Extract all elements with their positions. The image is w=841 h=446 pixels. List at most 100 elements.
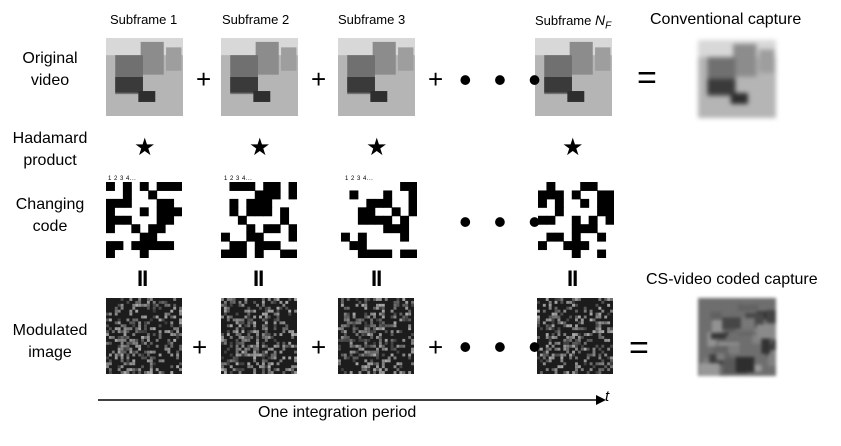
modulated-pixel xyxy=(601,362,605,366)
modulated-pixel xyxy=(176,356,180,360)
modulated-pixel xyxy=(267,368,271,372)
code-cell xyxy=(106,207,115,217)
modulated-pixel xyxy=(238,341,242,345)
header-subframe-nf-prefix: Subframe xyxy=(535,13,595,28)
modulated-pixel xyxy=(123,347,127,351)
modulated-pixel xyxy=(144,336,147,339)
code-cell xyxy=(237,182,247,191)
code-cell xyxy=(374,215,384,225)
modulated-pixel xyxy=(146,303,150,307)
code-cell xyxy=(156,207,166,217)
modulated-pixel xyxy=(381,306,385,310)
modulated-pixel xyxy=(595,321,599,325)
modulated-pixel xyxy=(241,344,245,348)
modulated-pixel xyxy=(607,338,611,342)
code-cell xyxy=(554,207,564,217)
hadamard-star-icon: ★ xyxy=(562,134,584,161)
code-cell xyxy=(173,207,182,217)
modulated-pixel xyxy=(376,306,379,310)
code-cell xyxy=(114,198,124,208)
original-frame-1 xyxy=(106,38,183,116)
modulated-pixel xyxy=(129,312,133,316)
modulated-pixel xyxy=(114,356,118,360)
modulated-pixel xyxy=(126,368,130,372)
modulated-pixel xyxy=(572,333,575,336)
modulated-pixel xyxy=(235,338,239,342)
modulated-pixel xyxy=(566,336,570,339)
modulated-pixel xyxy=(261,344,265,348)
coded-blob xyxy=(707,332,717,347)
modulated-pixel xyxy=(149,318,153,322)
modulated-pixel xyxy=(276,309,280,313)
modulated-pixel xyxy=(340,327,344,331)
modulated-pixel xyxy=(595,327,599,331)
modulated-pixel xyxy=(126,336,130,339)
modulated-pixel xyxy=(545,359,549,363)
modulated-pixel xyxy=(376,353,379,357)
ellipsis-dots: • • • xyxy=(459,201,547,242)
modulated-pixel xyxy=(253,371,257,374)
modulated-pixel xyxy=(247,336,251,339)
modulated-pixel xyxy=(364,333,368,336)
modulated-pixel xyxy=(126,359,130,363)
modulated-pixel xyxy=(158,324,162,328)
modulated-pixel xyxy=(367,315,371,319)
modulated-pixel xyxy=(373,344,376,348)
modulated-pixel xyxy=(390,344,394,348)
modulated-pixel xyxy=(235,341,239,345)
row-label-original-line2: video xyxy=(30,72,70,89)
modulated-pixel xyxy=(256,347,259,351)
modulated-pixel xyxy=(373,341,376,345)
row-label-original-line1: Original xyxy=(22,50,78,67)
modulated-pixel xyxy=(106,333,109,336)
modulated-pixel xyxy=(106,362,109,366)
modulated-pixel xyxy=(267,298,271,301)
modulated-pixel xyxy=(235,321,239,325)
modulated-pixel xyxy=(563,341,567,345)
modulated-pixel xyxy=(405,312,409,316)
modulated-pixel xyxy=(557,365,561,369)
modulated-pixel xyxy=(405,303,409,307)
modulated-pixel xyxy=(264,336,268,339)
modulated-pixel xyxy=(343,324,347,328)
modulated-pixel xyxy=(598,353,602,357)
modulated-pixel xyxy=(551,312,555,316)
modulated-pixel xyxy=(343,356,347,360)
modulated-pixel xyxy=(589,353,593,357)
modulated-pixel xyxy=(381,359,385,363)
code-cell xyxy=(400,232,410,242)
hadamard-star-icon: ★ xyxy=(366,134,388,161)
modulated-pixel xyxy=(106,365,109,369)
modulated-pixel xyxy=(114,353,118,357)
modulated-pixel xyxy=(164,347,168,351)
code-cell xyxy=(538,190,547,200)
modulated-frame-nf xyxy=(537,298,613,374)
scene-truck-back xyxy=(140,41,164,75)
modulated-pixel xyxy=(267,356,271,360)
scene-truck-back xyxy=(733,43,757,77)
modulated-pixel xyxy=(393,303,397,307)
modulated-pixel xyxy=(598,327,602,331)
modulated-pixel xyxy=(285,324,289,328)
modulated-pixel xyxy=(381,365,385,369)
modulated-pixel xyxy=(141,365,144,369)
code-cell xyxy=(237,249,247,258)
modulated-pixel xyxy=(141,356,144,360)
modulated-pixel xyxy=(586,347,590,351)
row-label-changing-line2: code xyxy=(32,218,68,235)
modulated-pixel xyxy=(373,298,376,301)
modulated-pixel xyxy=(370,362,374,366)
modulated-pixel xyxy=(575,362,578,366)
modulated-pixel xyxy=(343,315,347,319)
modulated-pixel xyxy=(250,365,254,369)
modulated-pixel xyxy=(282,327,286,331)
modulated-pixel xyxy=(583,341,587,345)
code-cell xyxy=(605,207,614,217)
modulated-pixel xyxy=(589,338,593,342)
modulated-pixel xyxy=(279,350,283,354)
modulated-pixel xyxy=(173,338,177,342)
modulated-pixel xyxy=(607,330,611,334)
modulated-pixel xyxy=(126,330,130,334)
modulated-pixel xyxy=(586,338,590,342)
modulated-pixel xyxy=(170,371,174,374)
